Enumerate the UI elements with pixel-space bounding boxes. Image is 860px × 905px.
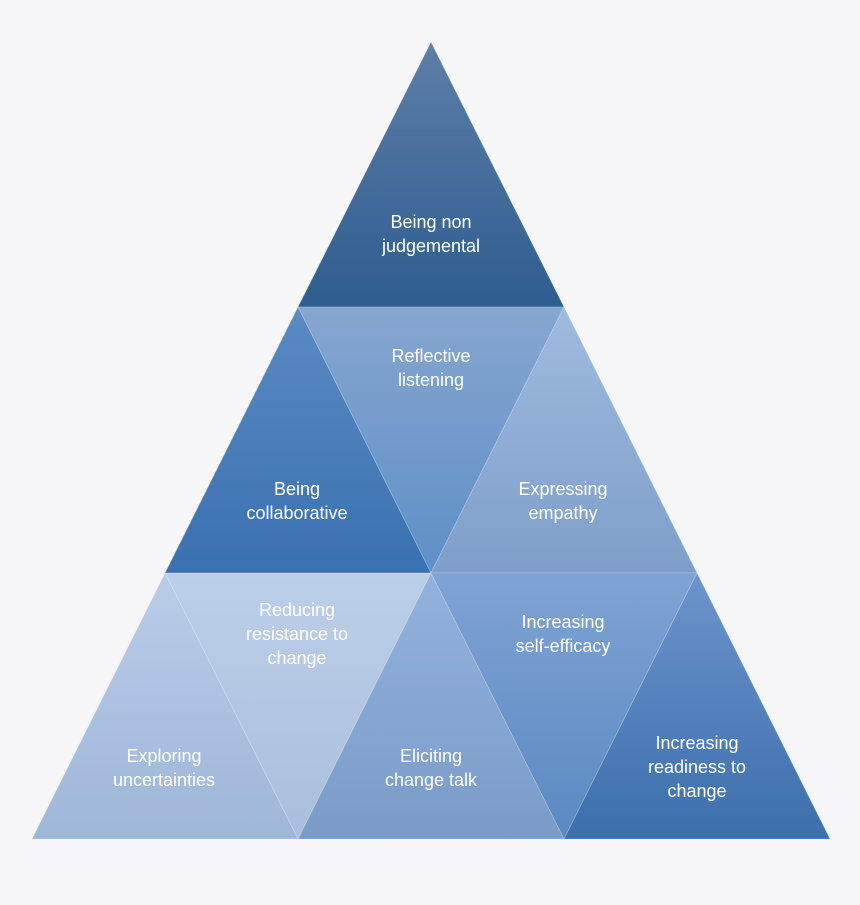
label-empathy: Expressing empathy xyxy=(518,479,607,523)
label-line: Expressing xyxy=(518,479,607,499)
label-line: empathy xyxy=(528,503,597,523)
label-line: self-efficacy xyxy=(516,636,611,656)
label-line: Being non xyxy=(390,212,471,232)
label-line: change xyxy=(267,648,326,668)
label-uncertainties: Exploring uncertainties xyxy=(113,746,215,790)
label-line: Increasing xyxy=(655,733,738,753)
label-line: uncertainties xyxy=(113,770,215,790)
label-line: change talk xyxy=(385,770,478,790)
label-line: Reducing xyxy=(259,600,335,620)
label-line: Being xyxy=(274,479,320,499)
label-line: collaborative xyxy=(246,503,347,523)
label-self-efficacy: Increasing self-efficacy xyxy=(516,612,611,656)
label-readiness: Increasing readiness to change xyxy=(648,733,746,801)
label-line: change xyxy=(667,781,726,801)
label-line: Eliciting xyxy=(400,746,462,766)
label-reflective: Reflective listening xyxy=(391,346,470,390)
label-line: resistance to xyxy=(246,624,348,644)
label-line: judgemental xyxy=(381,236,480,256)
label-line: readiness to xyxy=(648,757,746,777)
label-line: Increasing xyxy=(521,612,604,632)
label-top: Being non judgemental xyxy=(381,212,480,256)
label-resistance: Reducing resistance to change xyxy=(246,600,348,668)
label-line: Exploring xyxy=(126,746,201,766)
label-change-talk: Eliciting change talk xyxy=(385,746,478,790)
label-line: Reflective xyxy=(391,346,470,366)
segment-top xyxy=(297,40,565,308)
label-line: listening xyxy=(398,370,464,390)
label-collaborative: Being collaborative xyxy=(246,479,347,523)
segment-readiness xyxy=(563,571,831,840)
